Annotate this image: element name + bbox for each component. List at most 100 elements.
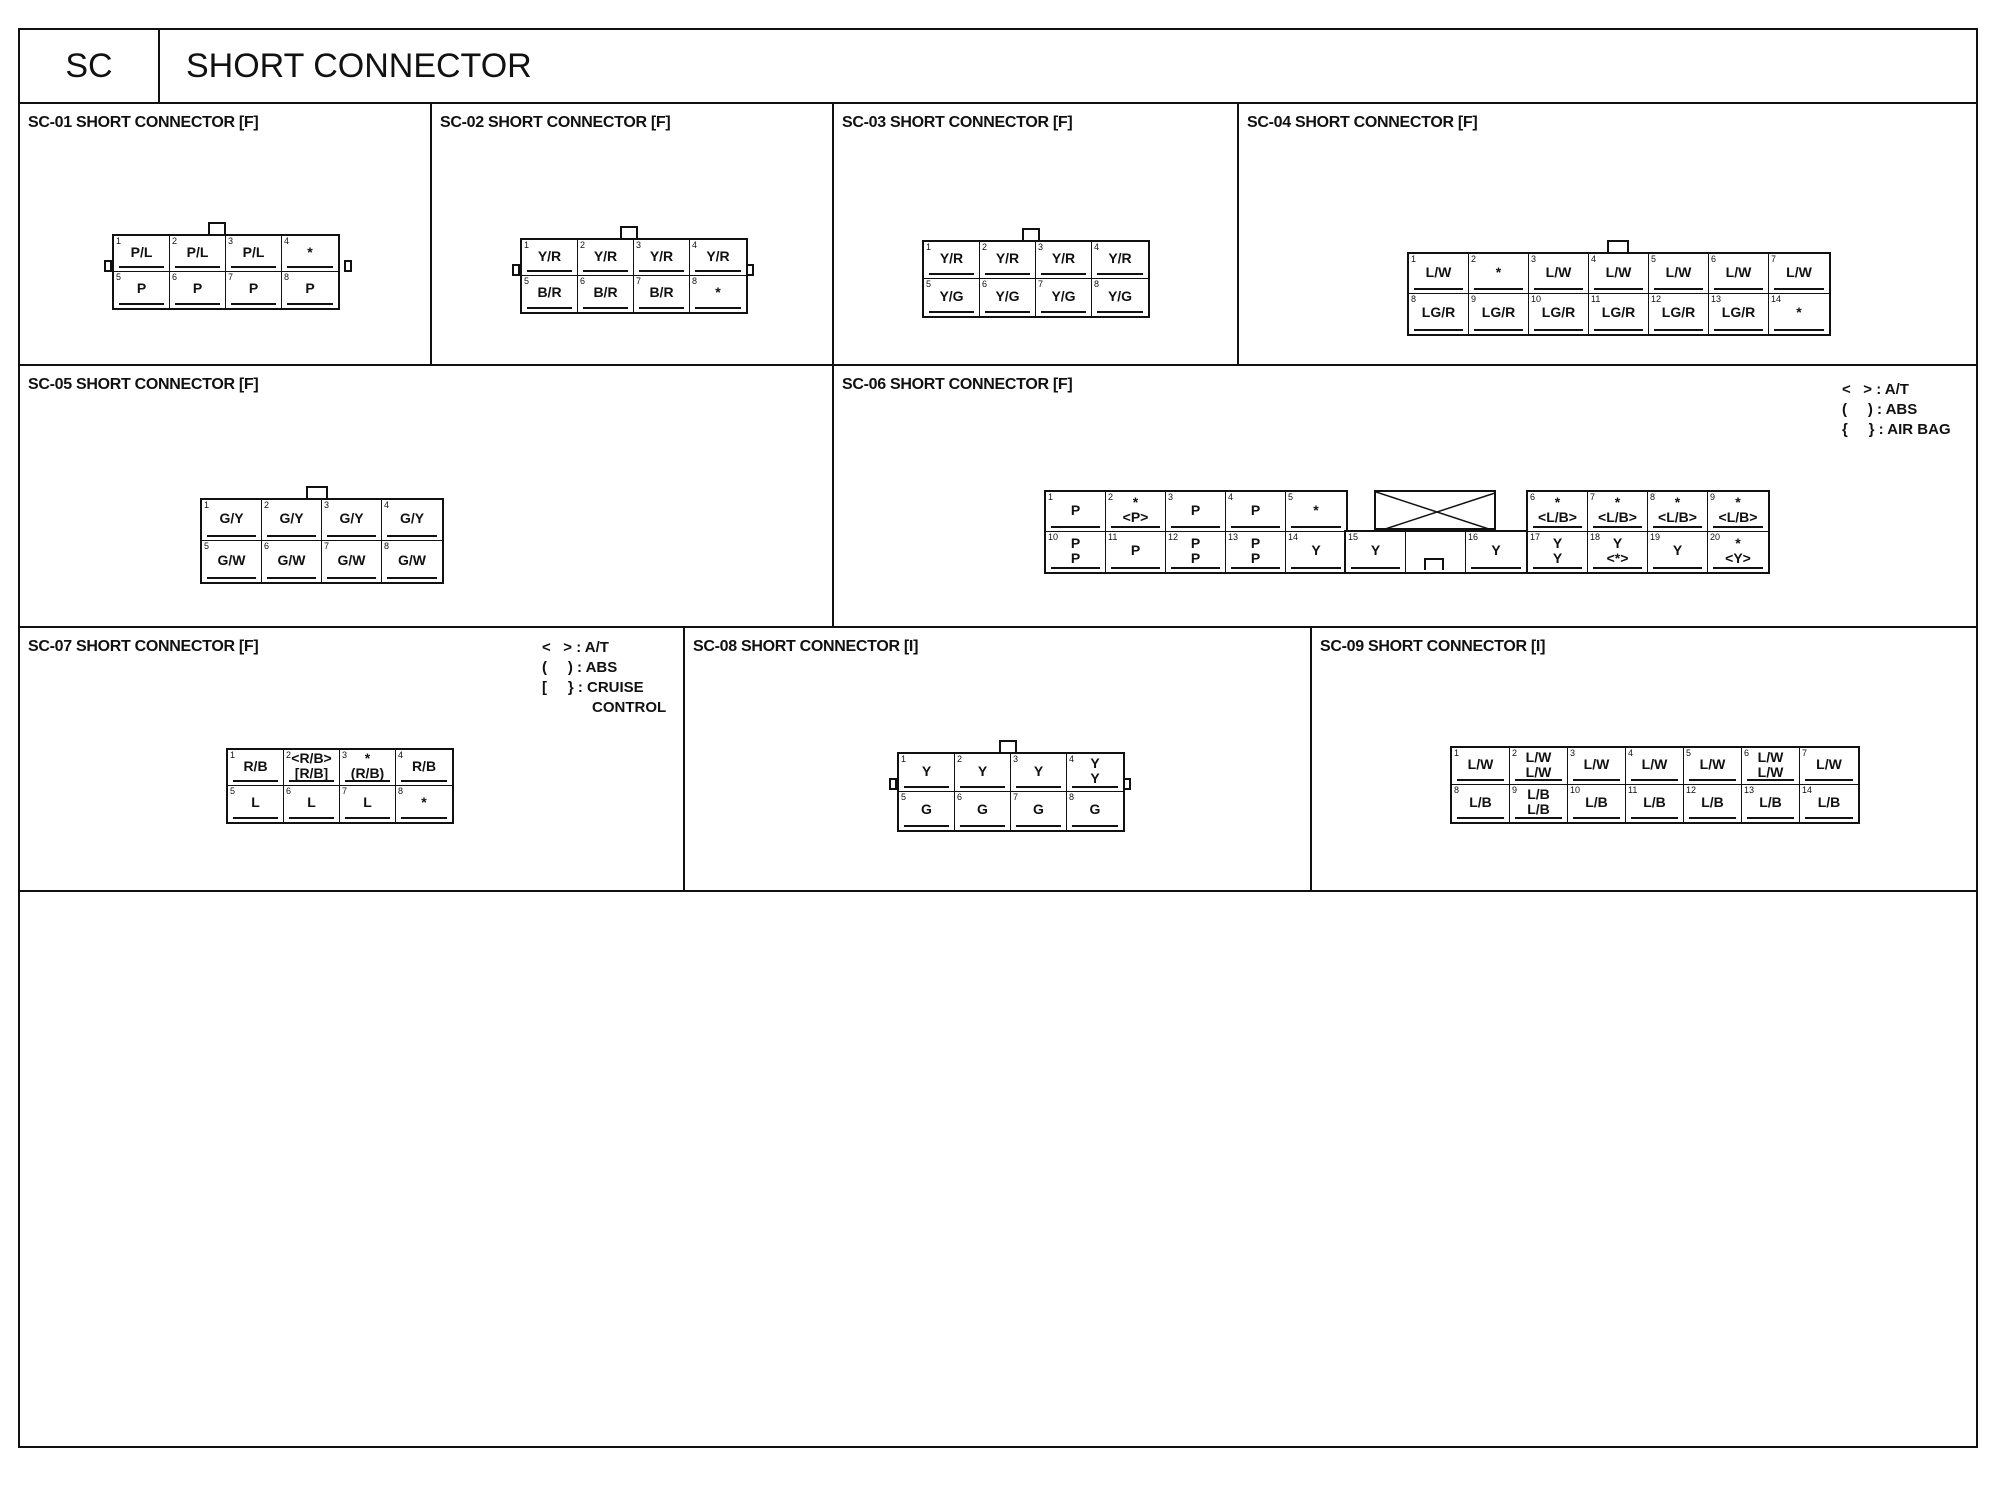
pin-number: 2 xyxy=(982,242,988,252)
wire-color: G/W xyxy=(277,551,306,568)
connector-ear xyxy=(104,260,112,272)
pin-number: 8 xyxy=(1650,492,1656,502)
pin-number: 4 xyxy=(1591,254,1597,264)
pin-cell: 6*<L/B> xyxy=(1528,492,1588,532)
connector-lock xyxy=(306,486,328,498)
wire-color: * xyxy=(1796,304,1802,321)
wire-color: LG/R xyxy=(1421,304,1456,321)
panel-title: SC-05 SHORT CONNECTOR [F] xyxy=(28,376,259,393)
wire-color: P xyxy=(136,280,147,297)
wire-color: L/W xyxy=(1545,263,1572,280)
pin-number: 7 xyxy=(1038,279,1044,289)
wire-color: G/Y xyxy=(279,510,304,527)
panel-title: SC-09 SHORT CONNECTOR [I] xyxy=(1320,638,1546,655)
wire-color: G xyxy=(921,801,932,818)
pin-number: 5 xyxy=(926,279,932,289)
wire-color: L/W xyxy=(1641,756,1668,773)
wire-color: * xyxy=(307,243,313,260)
wire-color: L/W xyxy=(1757,763,1784,780)
pin-number: 15 xyxy=(1348,532,1359,542)
pin-number: 7 xyxy=(342,786,348,796)
connector-lock xyxy=(620,226,638,238)
wire-color: L/W xyxy=(1665,263,1692,280)
legend-line: { } : AIR BAG xyxy=(1842,421,1951,438)
pin-number: 6 xyxy=(172,272,178,282)
wire-color: L xyxy=(307,794,316,811)
wire-color: <Y> xyxy=(1725,549,1751,566)
pin-number: 6 xyxy=(1744,748,1750,758)
wire-color: LG/R xyxy=(1661,304,1696,321)
wire-color: <L/B> xyxy=(1718,509,1758,525)
pin-number: 1 xyxy=(204,500,210,510)
wire-color: B/R xyxy=(537,284,562,301)
wire-color: P xyxy=(1190,549,1201,566)
wire-color: Y/R xyxy=(995,250,1020,267)
pin-number: 5 xyxy=(524,276,530,286)
wire-color: Y xyxy=(1090,770,1100,786)
pin-number: 9 xyxy=(1471,294,1477,304)
pin-number: 12 xyxy=(1168,532,1179,542)
pin-number: 1 xyxy=(230,750,236,760)
wire-color: * xyxy=(421,794,427,811)
pin-number: 3 xyxy=(636,240,642,250)
wire-color: <L/B> xyxy=(1658,509,1697,525)
wire-color: [R/B] xyxy=(294,765,329,781)
wire-color: <P> xyxy=(1122,509,1149,525)
panel-title: SC-02 SHORT CONNECTOR [F] xyxy=(440,114,671,131)
wire-color: LG/R xyxy=(1721,304,1756,321)
pin-number: 3 xyxy=(1570,748,1576,758)
pin-number: 2 xyxy=(264,500,270,510)
pin-number: 17 xyxy=(1530,532,1541,542)
pin-number: 7 xyxy=(228,272,234,282)
pin-cell: 3*(R/B) xyxy=(340,750,396,786)
panel-sc07: SC-07 SHORT CONNECTOR [F] < > : A/T ( ) … xyxy=(20,628,685,892)
pin-number: 13 xyxy=(1744,785,1755,795)
pin-number: 8 xyxy=(398,786,404,796)
pin-number: 1 xyxy=(524,240,530,250)
panel-sc06: SC-06 SHORT CONNECTOR [F] < > : A/T ( ) … xyxy=(834,366,1978,628)
pin-number: 1 xyxy=(1411,254,1417,264)
wire-color: P xyxy=(1250,534,1261,551)
wire-color: * xyxy=(1132,494,1139,511)
wire-color: * xyxy=(1735,534,1741,551)
wire-color: L/W xyxy=(1425,263,1452,280)
connector-ear xyxy=(344,260,352,272)
pin-number: 5 xyxy=(116,272,122,282)
wire-color: * xyxy=(364,750,371,767)
